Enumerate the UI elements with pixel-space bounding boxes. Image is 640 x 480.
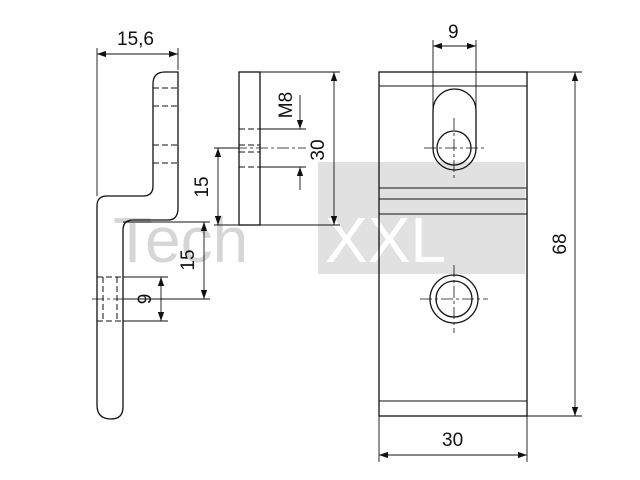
dim-plan-width (378, 416, 528, 462)
watermark-text-xxl: XXL (325, 204, 446, 276)
dim-label-thread: M8 (276, 92, 297, 118)
dim-label-plan-width: 30 (442, 430, 463, 451)
dim-label-slot-width: 9 (448, 22, 459, 43)
watermark-text-tech: Tech (113, 204, 248, 276)
plan-outline (378, 71, 528, 417)
watermark: Tech XXL (113, 162, 525, 276)
dim-offset-upper (214, 147, 239, 226)
dim-label-plan-height: 68 (550, 233, 571, 254)
slot-hole (432, 88, 477, 171)
plan-view (378, 71, 528, 417)
dim-front-height (260, 71, 340, 226)
dim-label-front-height: 30 (308, 139, 329, 160)
front-outline (238, 71, 261, 226)
dim-label-offset-lower: 15 (178, 249, 199, 270)
dim-label-side-width: 15,6 (117, 29, 154, 50)
dim-offset-lower (123, 221, 210, 300)
front-hidden-thread (239, 128, 260, 168)
dim-plan-height (527, 71, 582, 417)
side-profile-outline (96, 71, 179, 420)
dim-side-width (96, 48, 179, 196)
plan-centerlines (420, 118, 488, 333)
watermark-box (318, 162, 525, 274)
dim-slot-width (432, 40, 477, 110)
side-view (92, 71, 179, 420)
dim-label-offset-upper: 15 (192, 176, 213, 197)
dim-thread (260, 95, 306, 190)
side-hidden-slot (153, 87, 178, 164)
